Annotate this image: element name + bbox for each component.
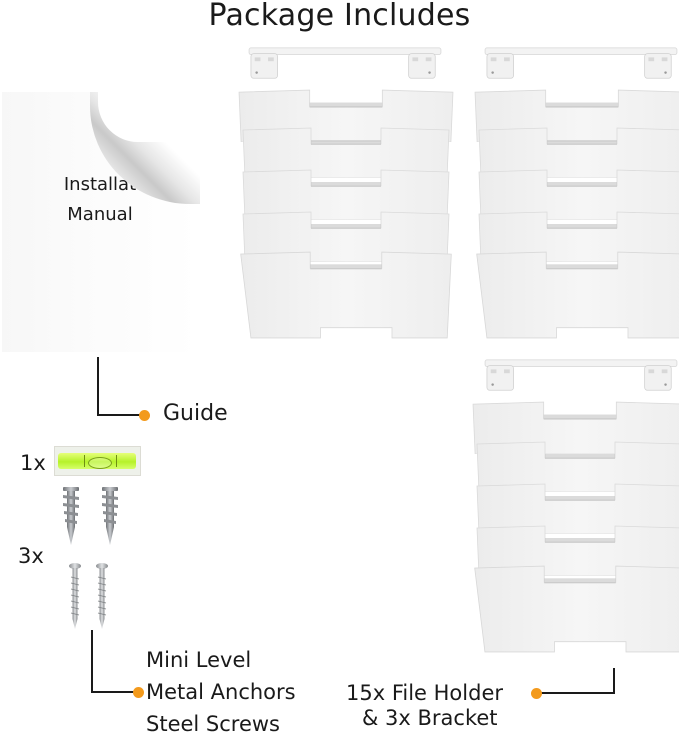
steel-screw-icon — [69, 563, 81, 629]
guide-callout-dot — [139, 410, 150, 421]
anchors-screws-quantity: 3x — [18, 544, 44, 568]
manual-title: Installat Manual — [30, 170, 170, 230]
file-holder-set-2 — [468, 44, 679, 344]
metal-anchors-label: Metal Anchors — [146, 680, 296, 704]
metal-anchor-icon — [63, 487, 79, 545]
bracket-icon — [476, 358, 679, 396]
page-title: Package Includes — [208, 0, 471, 33]
hardware-callout-dot — [133, 687, 144, 698]
file-holder-tray — [236, 250, 456, 342]
mini-level-label: Mini Level — [146, 648, 252, 672]
guide-callout-vertical — [97, 357, 99, 416]
file-holder-set-1 — [232, 44, 462, 344]
holder-callout-vertical — [613, 668, 615, 694]
holder-callout-horizontal — [540, 692, 615, 694]
file-holder-set-3 — [466, 356, 679, 656]
manual-title-line1: Installat — [63, 174, 137, 195]
bracket-icon — [240, 46, 450, 84]
metal-anchor-icon — [102, 487, 118, 545]
file-holder-tray — [472, 250, 679, 342]
holder-callout-dot — [531, 688, 542, 699]
manual-title-line2: Manual — [67, 204, 133, 225]
page-curl-mask — [98, 92, 200, 142]
bracket-icon — [476, 46, 679, 84]
steel-screw-icon — [96, 563, 108, 629]
hardware-callout-vertical — [91, 630, 93, 693]
guide-label: Guide — [163, 401, 228, 426]
guide-callout-horizontal — [97, 414, 141, 416]
steel-screws-label: Steel Screws — [146, 712, 280, 736]
file-holder-tray — [470, 564, 679, 656]
mini-level-icon — [54, 446, 141, 476]
level-quantity: 1x — [20, 451, 46, 475]
file-holder-label-line1: 15x File Holder — [346, 681, 503, 705]
file-holder-label-line2: & 3x Bracket — [362, 706, 498, 730]
hardware-callout-horizontal — [91, 691, 135, 693]
